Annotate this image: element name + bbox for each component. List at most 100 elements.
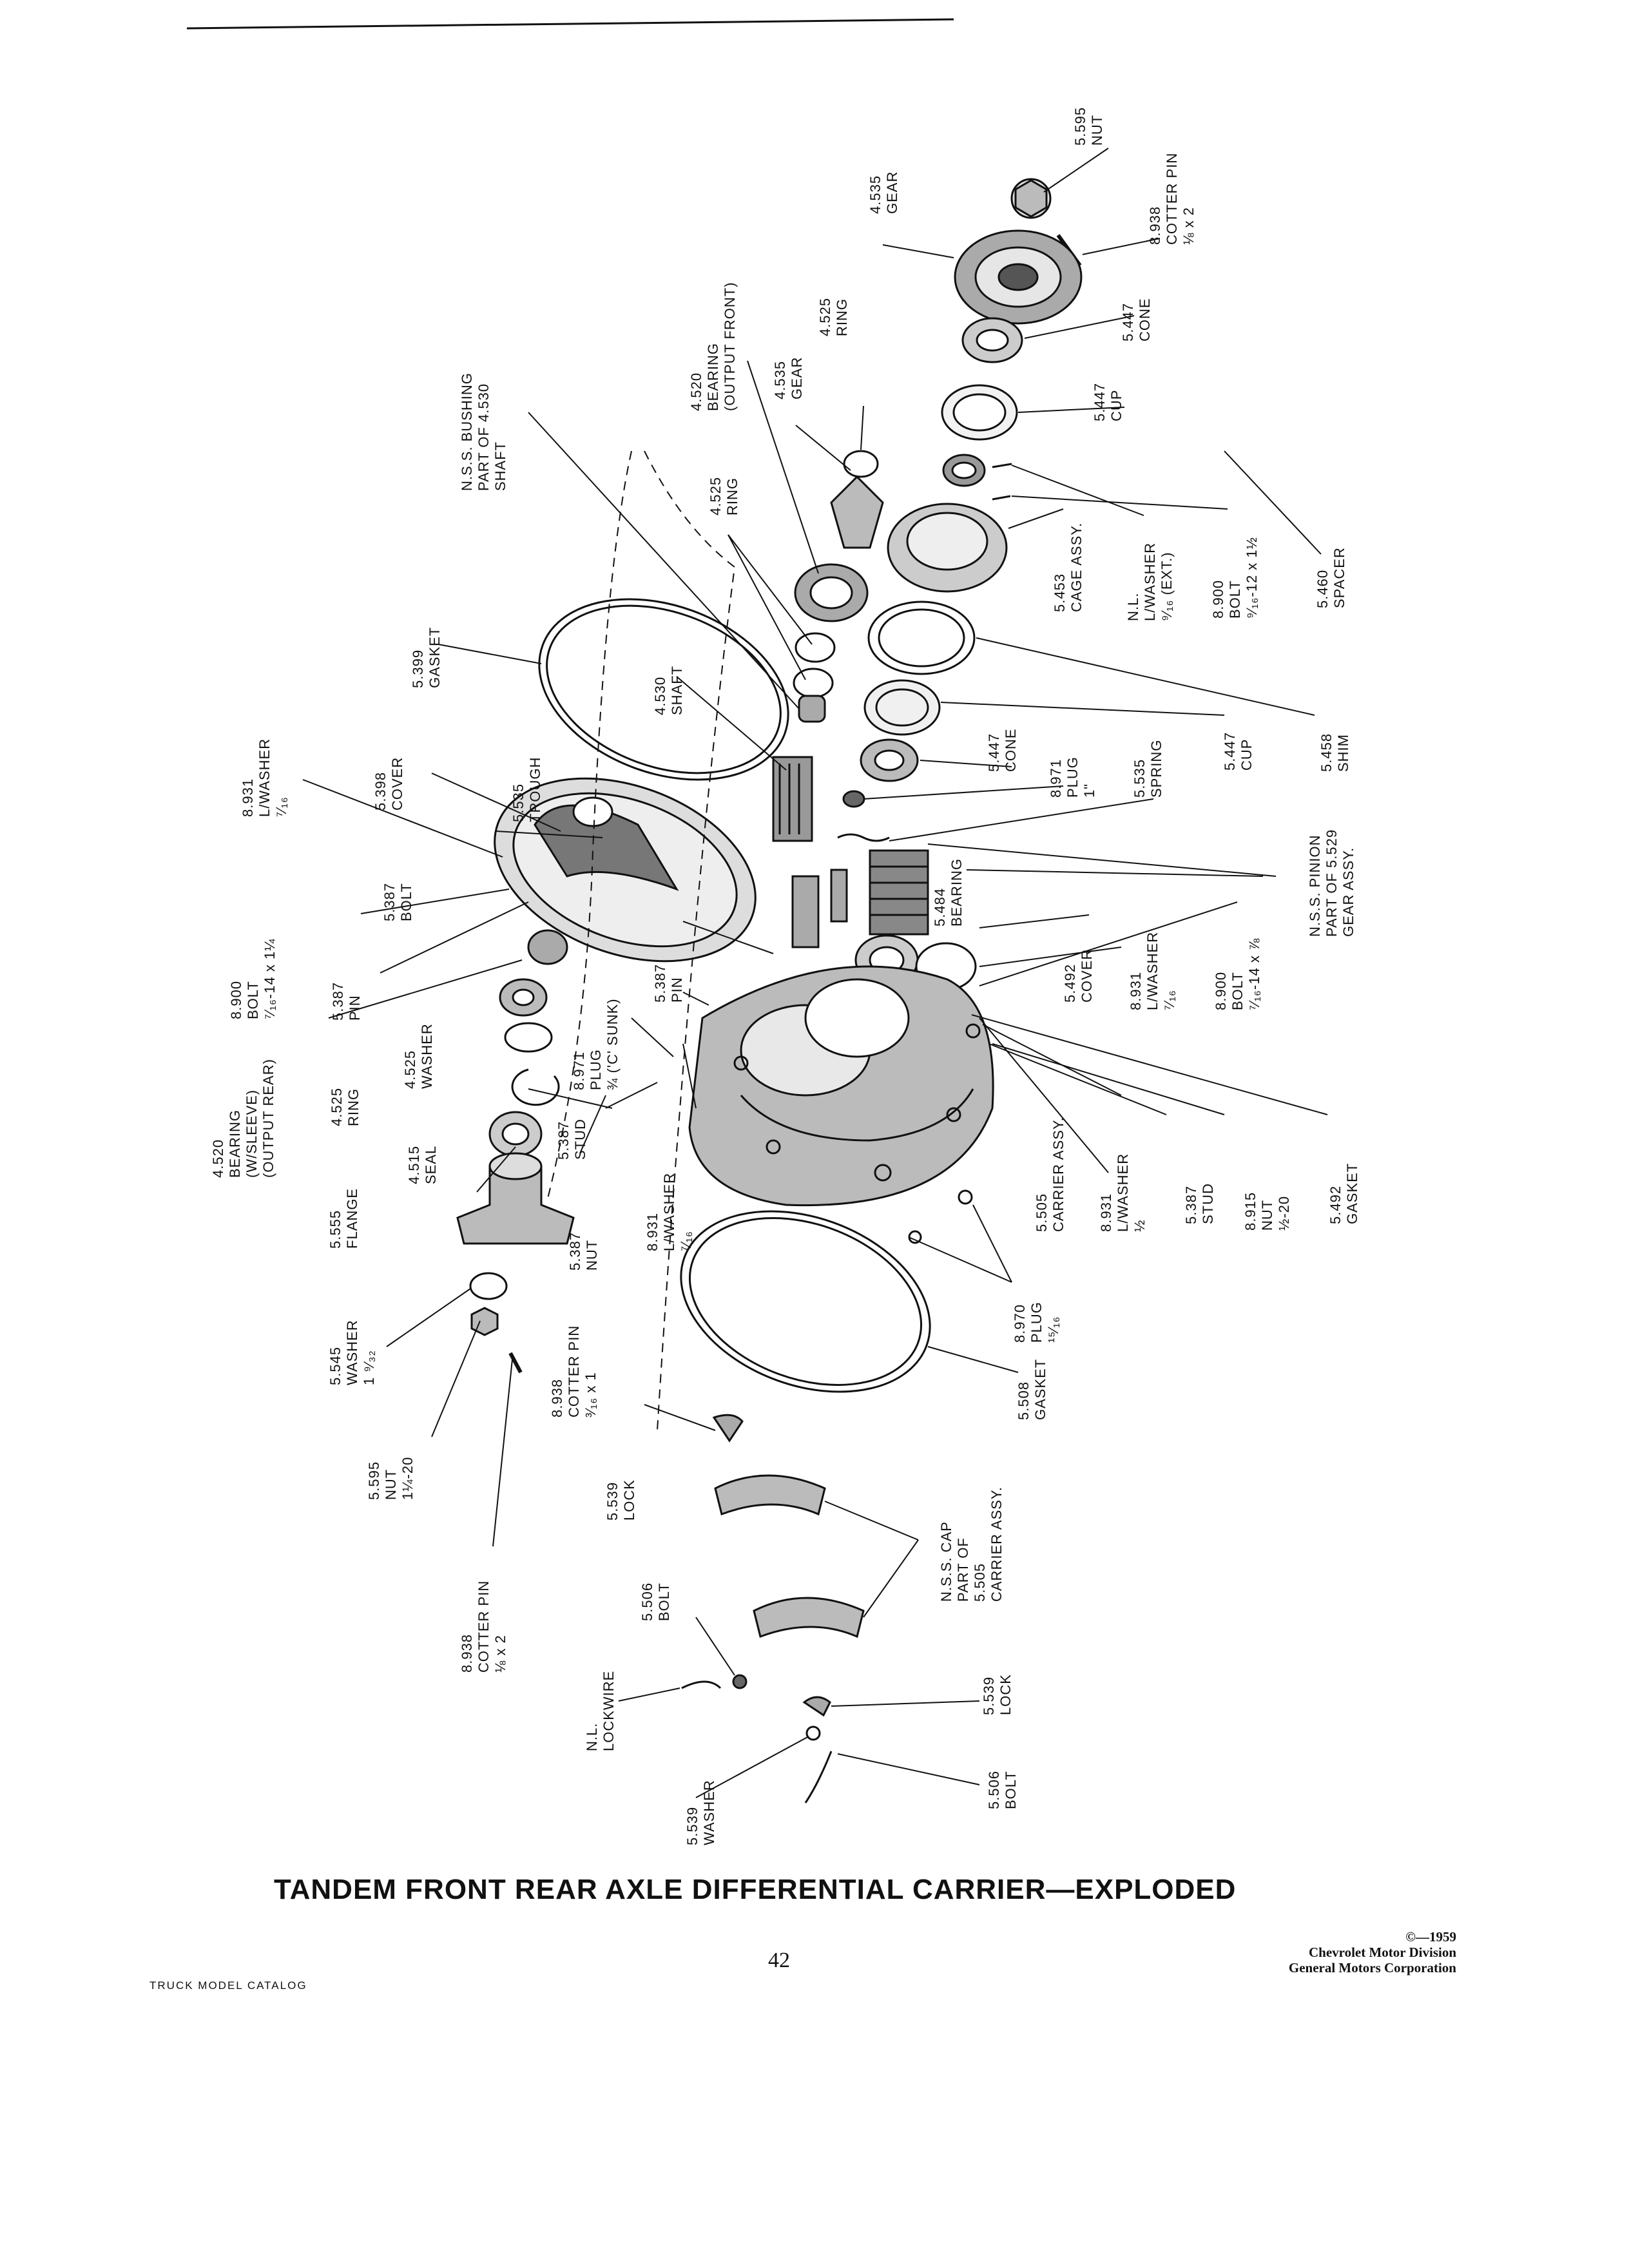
ring-gear-assembly xyxy=(941,178,1083,501)
callout-ring-4525-middle: 4.525 RING xyxy=(708,476,740,515)
callout-stud-5387-left: 5.387 STUD xyxy=(555,1119,588,1160)
callout-washer-5545: 5.545 WASHER 1 ⁹⁄₃₂ xyxy=(327,1320,377,1385)
callout-bolt-8900-top: 8.900 BOLT ⁹⁄₁₆-12 x 1½ xyxy=(1210,537,1260,619)
callout-cotter-pin-top: 8.938 COTTER PIN ⅛ x 2 xyxy=(1147,152,1197,245)
bolt-5506 xyxy=(732,1674,747,1689)
gasket-5399 xyxy=(538,598,789,781)
trough-5535 xyxy=(534,804,679,891)
pinion-nss xyxy=(869,849,929,936)
callout-cone-5447-top: 5.447 CONE xyxy=(1120,298,1153,341)
callout-plug-8971-1in: 8.971 PLUG 1" xyxy=(1048,756,1097,798)
washer-5545 xyxy=(469,1272,508,1300)
page-number: 42 xyxy=(768,1948,790,1972)
callout-gasket-5399: 5.399 GASKET xyxy=(410,626,443,688)
flange-5555 xyxy=(456,1165,575,1245)
callout-cage-assy: 5.453 CAGE ASSY. xyxy=(1052,522,1084,612)
callout-gasket-5492: 5.492 GASKET xyxy=(1327,1162,1360,1224)
bushing xyxy=(798,695,826,723)
bolt-5506-b xyxy=(804,1751,833,1803)
callout-cotter-pin-bottom: 8.938 COTTER PIN ⅛ x 2 xyxy=(459,1580,508,1673)
cotter-pin-bottom xyxy=(508,1352,523,1374)
callout-cup-5447-lower: 5.447 CUP xyxy=(1222,731,1255,771)
callout-washer-4525: 4.525 WASHER xyxy=(402,1023,435,1089)
callout-bolt-5506-top: 5.506 BOLT xyxy=(639,1582,672,1621)
callout-bolt-8900-right: 8.900 BOLT ⁷⁄₁₆-14 x ⅞ xyxy=(1213,937,1262,1010)
assembly-guideline xyxy=(547,450,736,1431)
callout-seal-4515: 4.515 SEAL xyxy=(406,1145,439,1184)
cap-nss-2 xyxy=(753,1597,865,1639)
callout-carrier-assy-5505: 5.505 CARRIER ASSY. xyxy=(1034,1117,1066,1232)
callout-lock-5539-top: 5.539 LOCK xyxy=(604,1479,637,1521)
callout-plug-8971-34: 8.971 PLUG ¾ ('C' SUNK) xyxy=(571,998,621,1090)
callout-spacer-5460: 5.460 SPACER xyxy=(1315,547,1347,608)
callout-shaft-4530: 4.530 SHAFT xyxy=(652,665,685,715)
cover-and-gasket xyxy=(494,598,848,963)
callout-nut-5595: 5.595 NUT 1¼-20 xyxy=(366,1456,416,1500)
callout-nut-8915: 8.915 NUT ½-20 xyxy=(1242,1191,1292,1231)
ring-4525-b xyxy=(793,668,834,698)
callout-gear-4535-top: 4.535 GEAR xyxy=(867,171,900,214)
callout-plug-8970: 8.970 PLUG ¹⁵⁄₁₆ xyxy=(1012,1302,1061,1343)
callout-lwasher-ext: N.L. L/WASHER ⁹⁄₁₆ (EXT.) xyxy=(1125,542,1175,621)
leader-lines xyxy=(302,148,1328,1798)
callout-bearing-5484: 5.484 BEARING xyxy=(932,858,965,927)
copyright-block: ©—1959 Chevrolet Motor Division General … xyxy=(1173,1929,1456,1975)
washer-5539 xyxy=(805,1725,821,1741)
callout-cup-5447-top: 5.447 CUP xyxy=(1092,382,1124,421)
nut-5595 xyxy=(470,1307,499,1336)
callout-bearing-4520-front: 4.520 BEARING (OUTPUT FRONT) xyxy=(688,282,738,411)
copyright-year: ©—1959 xyxy=(1405,1929,1456,1945)
callout-lock-5539-bottom: 5.539 LOCK xyxy=(981,1674,1014,1715)
catalog-label: TRUCK MODEL CATALOG xyxy=(149,1979,307,1992)
callout-pin-5387-middle: 5.387 PIN xyxy=(652,963,685,1003)
output-rear-stack xyxy=(456,929,575,1374)
callout-washer-5539: 5.539 WASHER xyxy=(684,1780,717,1845)
callout-cotter-pin-3-16: 8.938 COTTER PIN ³⁄₁₆ x 1 xyxy=(549,1325,599,1418)
callout-shim-5458: 5.458 SHIM xyxy=(1318,733,1351,772)
callout-spring-5535: 5.535 SPRING xyxy=(1132,739,1164,798)
callout-cap-nss: N.S.S. CAP PART OF 5.505 CARRIER ASSY. xyxy=(938,1486,1005,1602)
lock-5539 xyxy=(712,1414,744,1443)
callout-ring-4525-top: 4.525 RING xyxy=(817,297,850,336)
callout-lwasher-8931-half: 8.931 L/WASHER ½ xyxy=(1098,1153,1148,1232)
cap-nss-1 xyxy=(714,1474,826,1516)
callout-nut-5387: 5.387 NUT xyxy=(567,1231,600,1271)
callout-lockwire: N.L. LOCKWIRE xyxy=(584,1670,617,1751)
ring-4525-c xyxy=(511,1068,560,1106)
callout-stud-5387-right: 5.387 STUD xyxy=(1183,1183,1216,1224)
callout-bearing-4520-rear: 4.520 BEARING (W/SLEEVE) (OUTPUT REAR) xyxy=(210,1059,276,1178)
caps-and-locks xyxy=(681,1414,865,1803)
bearing-4520-rear xyxy=(527,929,568,965)
callout-trough-5535: 5.535 TROUGH xyxy=(510,756,543,822)
washer-4525-b xyxy=(504,1022,553,1053)
callout-pin-5387-left: 5.387 PIN xyxy=(330,981,363,1021)
callout-lwasher-8931-right: 8.931 L/WASHER ⁷⁄₁₆ xyxy=(1128,931,1177,1010)
callout-flange-5555: 5.555 FLANGE xyxy=(327,1187,360,1249)
lockwire xyxy=(681,1680,722,1689)
gasket-5508 xyxy=(680,1210,931,1393)
callout-cone-5447-lower: 5.447 CONE xyxy=(986,728,1019,772)
carrier-housing xyxy=(680,965,994,1393)
callout-lwasher-8931-cover: 8.931 L/WASHER ⁷⁄₁₆ xyxy=(240,738,289,817)
copyright-line2: General Motors Corporation xyxy=(1288,1960,1456,1975)
lock-5539-b xyxy=(802,1696,831,1717)
callout-lwasher-8931-carrier: 8.931 L/WASHER ⁷⁄₁₆ xyxy=(644,1172,694,1251)
callout-bolt-8900-cover: 8.900 BOLT ⁷⁄₁₆-14 x 1¼ xyxy=(228,938,278,1019)
callout-gasket-5508: 5.508 GASKET xyxy=(1016,1358,1048,1420)
shim-5458 xyxy=(867,601,976,675)
callout-nut-5595-top: 5.595 NUT xyxy=(1072,106,1105,146)
callout-cover-5398: 5.398 COVER xyxy=(372,756,405,811)
callout-gear-4535-middle: 4.535 GEAR xyxy=(772,356,805,399)
shaft-4530 xyxy=(772,756,813,842)
output-front-stack xyxy=(772,450,977,1039)
callout-cover-5492: 5.492 COVER xyxy=(1062,948,1095,1003)
callout-bolt-5506-bottom: 5.506 BOLT xyxy=(986,1770,1019,1809)
callout-ring-4525-left: 4.525 RING xyxy=(329,1087,361,1126)
page-title: TANDEM FRONT REAR AXLE DIFFERENTIAL CARR… xyxy=(274,1874,1237,1905)
copyright-line1: Chevrolet Motor Division xyxy=(1308,1945,1456,1960)
callout-bushing-nss: N.S.S. BUSHING PART OF 4.530 SHAFT xyxy=(459,372,508,491)
cage-assembly xyxy=(860,503,1008,782)
top-rule xyxy=(186,18,954,30)
ring-4525 xyxy=(795,632,836,663)
